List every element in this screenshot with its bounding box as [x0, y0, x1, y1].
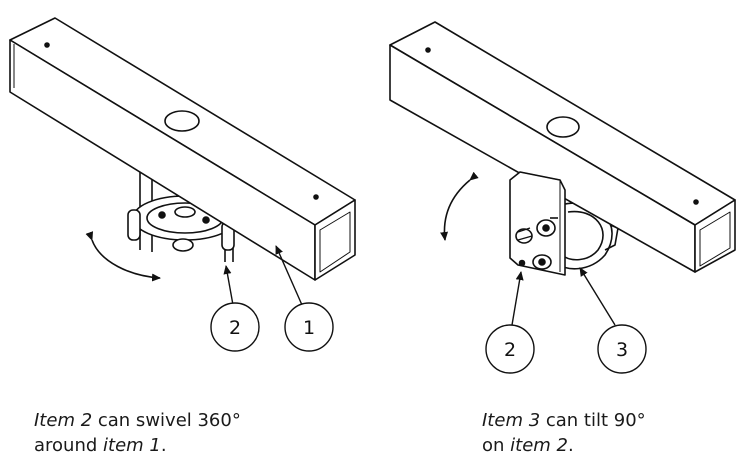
rail-bar [9, 17, 356, 281]
caption-item-ref: item 1 [103, 435, 161, 456]
leader-line-item-2-right [511, 271, 524, 326]
caption-text: around [34, 435, 104, 456]
left-caption: Item 2 can swivel 360° around item 1. [34, 408, 241, 458]
callout-label: 2 [504, 339, 516, 361]
callout-item-2-left: 2 [210, 302, 260, 352]
callout-item-1: 1 [284, 302, 334, 352]
callout-label: 2 [229, 317, 241, 339]
leader-line-item-3 [579, 267, 616, 326]
caption-text: on [482, 435, 511, 456]
callout-item-2-right: 2 [485, 324, 535, 374]
callout-label: 1 [303, 317, 315, 339]
left-caption-line-2: around item 1. [34, 433, 241, 458]
left-caption-line-1: Item 2 can swivel 360° [34, 408, 241, 433]
caption-item-ref: item 2 [510, 435, 568, 456]
swivel-rotation-arrow [85, 231, 161, 282]
leader-line-item-2-left [223, 265, 234, 306]
caption-text: can swivel 360° [92, 410, 241, 431]
rail-bar [389, 21, 736, 273]
right-assembly [389, 21, 736, 276]
right-caption-line-1: Item 3 can tilt 90° [482, 408, 646, 433]
left-assembly [9, 17, 356, 281]
leader-line-item-1 [275, 245, 303, 306]
caption-text: . [160, 435, 167, 456]
right-caption: Item 3 can tilt 90° on item 2. [482, 408, 646, 458]
callout-item-3: 3 [597, 324, 647, 374]
swivel-clamp [127, 165, 238, 262]
tilt-bracket [509, 171, 566, 276]
callout-label: 3 [616, 339, 628, 361]
right-caption-line-2: on item 2. [482, 433, 646, 458]
caption-text: can tilt 90° [540, 410, 646, 431]
caption-text: . [568, 435, 574, 456]
caption-item-ref: Item 2 [34, 410, 93, 431]
tilt-rotation-arrow [440, 171, 479, 241]
caption-item-ref: Item 3 [482, 410, 541, 431]
